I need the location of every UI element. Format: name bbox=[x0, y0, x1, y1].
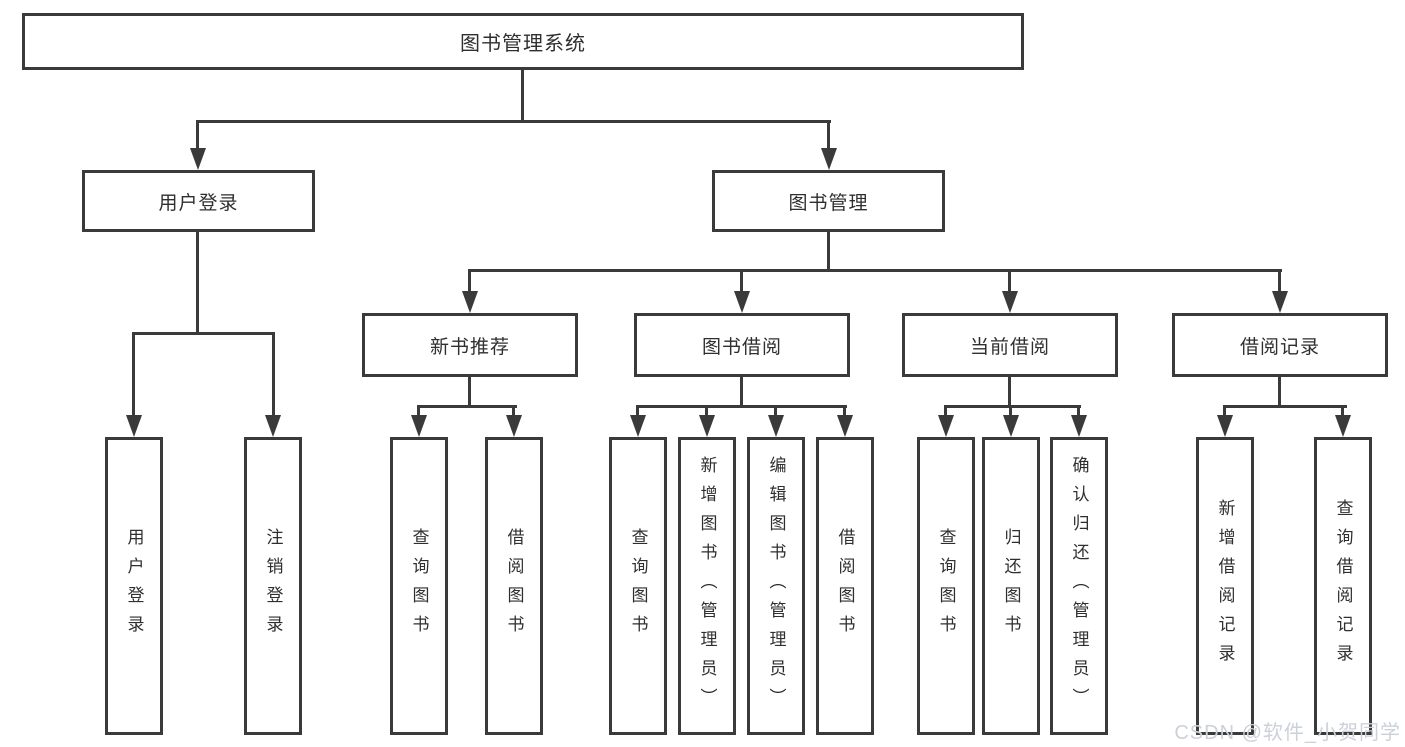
connector-borrow-records-rail bbox=[1223, 405, 1347, 408]
leaf-add-book-admin: 新增图书（管理员） bbox=[678, 437, 736, 735]
connector-new-book-rail bbox=[417, 405, 517, 408]
leaf-query-books-current: 查询图书 bbox=[917, 437, 975, 735]
arrowhead-d2 bbox=[1003, 415, 1019, 437]
arrowhead-user-login bbox=[190, 148, 206, 170]
connector-shaft-d3 bbox=[1077, 405, 1080, 418]
connector-current-borrowing-stem bbox=[1008, 377, 1011, 408]
leaf-user-login-label: 用户登录 bbox=[124, 528, 144, 644]
connector-book-borrowing-stem bbox=[740, 377, 743, 408]
arrowhead-leaf-user-login bbox=[126, 415, 142, 437]
connector-root-rail bbox=[197, 120, 831, 123]
leaf-confirm-return-admin: 确认归还（管理员） bbox=[1050, 437, 1108, 735]
connector-shaft-d2 bbox=[1009, 405, 1012, 418]
connector-shaft-borrow-records bbox=[1278, 269, 1281, 293]
connector-shaft-b2 bbox=[512, 405, 515, 418]
arrowhead-book-borrowing bbox=[734, 291, 750, 313]
leaf-query-borrow-record-label: 查询借阅记录 bbox=[1333, 499, 1353, 673]
connector-book-management-stem bbox=[827, 232, 830, 272]
leaf-borrow-books-borrowing: 借阅图书 bbox=[816, 437, 874, 735]
node-book-borrowing: 图书借阅 bbox=[634, 313, 850, 377]
leaf-add-borrow-record-label: 新增借阅记录 bbox=[1215, 499, 1235, 673]
connector-shaft-e2 bbox=[1341, 405, 1344, 418]
leaf-add-book-admin-label: 新增图书（管理员） bbox=[697, 455, 717, 717]
arrowhead-c3 bbox=[768, 415, 784, 437]
arrowhead-current-borrowing bbox=[1002, 291, 1018, 313]
arrowhead-new-book bbox=[462, 291, 478, 313]
arrowhead-c1 bbox=[630, 415, 646, 437]
leaf-return-book: 归还图书 bbox=[982, 437, 1040, 735]
arrowhead-leaf-logout bbox=[265, 415, 281, 437]
leaf-confirm-return-admin-label: 确认归还（管理员） bbox=[1069, 455, 1089, 717]
leaf-borrow-books-recommend-label: 借阅图书 bbox=[504, 528, 524, 644]
connector-borrow-records-stem bbox=[1278, 377, 1281, 408]
node-new-book-recommend: 新书推荐 bbox=[362, 313, 578, 377]
connector-shaft-b1 bbox=[417, 405, 420, 418]
arrowhead-c2 bbox=[699, 415, 715, 437]
arrowhead-c4 bbox=[837, 415, 853, 437]
connector-shaft-c1 bbox=[636, 405, 639, 418]
connector-current-borrowing-rail bbox=[944, 405, 1081, 408]
connector-book-management-rail bbox=[468, 269, 1282, 272]
arrowhead-d1 bbox=[938, 415, 954, 437]
connector-shaft-c3 bbox=[774, 405, 777, 418]
node-borrow-records: 借阅记录 bbox=[1172, 313, 1388, 377]
node-root: 图书管理系统 bbox=[22, 13, 1024, 70]
connector-shaft-new-book bbox=[468, 269, 471, 293]
arrowhead-e1 bbox=[1217, 415, 1233, 437]
node-book-management: 图书管理 bbox=[712, 170, 945, 232]
leaf-add-borrow-record: 新增借阅记录 bbox=[1196, 437, 1254, 735]
connector-book-borrowing-rail bbox=[636, 405, 847, 408]
leaf-edit-book-admin: 编辑图书（管理员） bbox=[747, 437, 805, 735]
connector-shaft-e1 bbox=[1223, 405, 1226, 418]
leaf-query-books-recommend-label: 查询图书 bbox=[409, 528, 429, 644]
connector-shaft-leaf-logout bbox=[272, 332, 275, 417]
arrowhead-e2 bbox=[1335, 415, 1351, 437]
node-user-login: 用户登录 bbox=[82, 170, 315, 232]
leaf-query-books-recommend: 查询图书 bbox=[390, 437, 448, 735]
node-current-borrowing: 当前借阅 bbox=[902, 313, 1118, 377]
connector-shaft-c2 bbox=[705, 405, 708, 418]
connector-shaft-d1 bbox=[944, 405, 947, 418]
leaf-borrow-books-borrowing-label: 借阅图书 bbox=[835, 528, 855, 644]
connector-shaft-book-borrowing bbox=[740, 269, 743, 293]
connector-user-login-rail bbox=[132, 332, 275, 335]
leaf-logout: 注销登录 bbox=[244, 437, 302, 735]
leaf-query-books-borrowing-label: 查询图书 bbox=[628, 528, 648, 644]
connector-shaft-leaf-user-login bbox=[132, 332, 135, 417]
arrowhead-b1 bbox=[411, 415, 427, 437]
arrowhead-d3 bbox=[1071, 415, 1087, 437]
connector-root-stem bbox=[521, 70, 524, 122]
connector-shaft-user-login bbox=[196, 120, 199, 150]
leaf-query-books-borrowing: 查询图书 bbox=[609, 437, 667, 735]
connector-user-login-stem bbox=[196, 232, 199, 335]
leaf-query-books-current-label: 查询图书 bbox=[936, 528, 956, 644]
connector-shaft-book-management bbox=[827, 120, 830, 150]
leaf-borrow-books-recommend: 借阅图书 bbox=[485, 437, 543, 735]
csdn-watermark: CSDN @软件_小贺同学 bbox=[1174, 722, 1401, 744]
leaf-logout-label: 注销登录 bbox=[263, 528, 283, 644]
leaf-user-login: 用户登录 bbox=[105, 437, 163, 735]
arrowhead-borrow-records bbox=[1272, 291, 1288, 313]
connector-shaft-current-borrowing bbox=[1008, 269, 1011, 293]
leaf-return-book-label: 归还图书 bbox=[1001, 528, 1021, 644]
connector-new-book-stem bbox=[468, 377, 471, 408]
leaf-edit-book-admin-label: 编辑图书（管理员） bbox=[766, 455, 786, 717]
leaf-query-borrow-record: 查询借阅记录 bbox=[1314, 437, 1372, 735]
connector-shaft-c4 bbox=[843, 405, 846, 418]
arrowhead-b2 bbox=[506, 415, 522, 437]
arrowhead-book-management bbox=[821, 148, 837, 170]
